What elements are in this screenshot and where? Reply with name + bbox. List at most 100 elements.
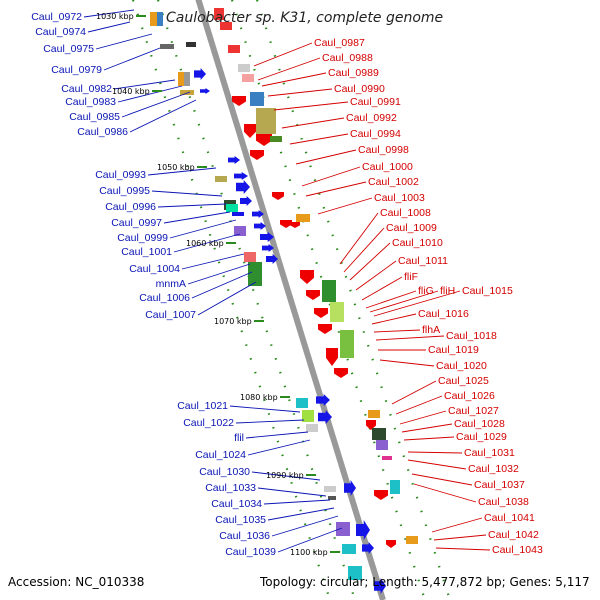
gene-feature-13	[180, 90, 194, 95]
right-label-20: Caul_1016	[418, 308, 469, 320]
kbp-mark-4: 1060 kbp	[186, 239, 224, 248]
left-leader-3	[95, 33, 153, 50]
right-leader-34	[431, 517, 483, 533]
gene-feature-6	[186, 42, 196, 47]
left-leader-14	[173, 233, 241, 253]
right-leader-12	[339, 212, 379, 265]
gene-feature-56	[368, 410, 380, 418]
gene-feature-11	[184, 72, 190, 86]
right-leader-20	[371, 313, 417, 325]
right-label-16: fliF	[404, 271, 418, 283]
gene-feature-65	[390, 480, 400, 494]
gene-feature-26	[240, 196, 252, 206]
left-leader-10	[151, 190, 223, 197]
right-label-27: Caul_1027	[448, 405, 499, 417]
gene-feature-39	[280, 220, 292, 228]
gene-feature-61	[324, 486, 336, 492]
left-label-7: Caul_0985	[69, 111, 120, 123]
right-label-22: Caul_1018	[446, 330, 497, 342]
right-leader-28	[401, 423, 453, 433]
right-leader-1	[253, 42, 313, 67]
right-label-29: Caul_1029	[456, 431, 507, 443]
right-label-35: Caul_1042	[488, 529, 539, 541]
gene-feature-19	[270, 136, 282, 142]
gene-feature-66	[336, 522, 350, 536]
gene-feature-22	[228, 156, 240, 164]
gene-feature-43	[306, 290, 320, 300]
left-leader-15	[181, 253, 245, 270]
left-leader-19	[229, 405, 301, 413]
right-label-24: Caul_1020	[436, 360, 487, 372]
right-label-8: Caul_0998	[358, 144, 409, 156]
right-leader-3	[261, 72, 327, 87]
right-leader-10	[305, 181, 367, 197]
right-label-30: Caul_1031	[464, 447, 515, 459]
gene-feature-33	[260, 232, 274, 242]
right-leader-25	[391, 380, 437, 405]
gene-feature-63	[328, 496, 336, 500]
right-leader-17	[365, 290, 417, 309]
left-leader-26	[267, 507, 335, 521]
gene-feature-34	[244, 252, 256, 262]
gene-feature-21	[250, 150, 264, 160]
gene-feature-18	[256, 134, 272, 146]
left-label-11: Caul_0996	[105, 201, 156, 213]
kbp-mark-6: 1080 kbp	[240, 393, 278, 402]
gene-feature-48	[340, 330, 354, 358]
left-label-1: Caul_0972	[31, 11, 82, 23]
gene-feature-51	[296, 398, 308, 408]
right-leader-6	[281, 117, 345, 129]
gene-feature-14	[200, 88, 210, 94]
right-label-18: fliH	[440, 285, 455, 297]
left-label-14: Caul_1001	[121, 246, 172, 258]
right-label-19: Caul_1015	[462, 285, 513, 297]
gene-feature-41	[290, 222, 300, 228]
kbp-mark-5: 1070 kbp	[214, 317, 252, 326]
left-leader-1	[83, 9, 135, 18]
right-label-33: Caul_1038	[478, 496, 529, 508]
right-label-10: Caul_1002	[368, 176, 419, 188]
left-leader-20	[235, 419, 305, 424]
left-leader-8	[129, 99, 197, 133]
gene-feature-1	[150, 12, 158, 26]
right-leader-8	[295, 149, 357, 165]
left-label-15: Caul_1004	[129, 263, 180, 275]
gene-feature-24	[234, 172, 248, 180]
right-label-5: Caul_0991	[350, 96, 401, 108]
right-label-11: Caul_1003	[374, 192, 425, 204]
right-leader-14	[349, 242, 391, 281]
left-label-18: Caul_1007	[145, 309, 196, 321]
kbp-mark-8: 1100 kbp	[290, 548, 328, 557]
left-label-17: Caul_1006	[139, 292, 190, 304]
right-label-7: Caul_0994	[350, 128, 401, 140]
right-leader-18	[369, 290, 439, 313]
left-label-20: Caul_1022	[183, 417, 234, 429]
right-label-17: fliG	[418, 285, 434, 297]
gene-feature-32	[254, 222, 266, 230]
gene-feature-49	[326, 348, 338, 366]
gene-feature-55	[306, 424, 318, 432]
right-leader-36	[435, 547, 491, 551]
gene-feature-71	[386, 540, 396, 548]
right-leader-29	[403, 436, 455, 441]
gene-feature-36	[262, 244, 274, 252]
right-label-3: Caul_0989	[328, 67, 379, 79]
right-leader-22	[375, 335, 445, 341]
right-label-32: Caul_1037	[474, 479, 525, 491]
right-label-23: Caul_1019	[428, 344, 479, 356]
label-leader-lines	[83, 9, 491, 553]
gene-feature-10	[178, 72, 184, 86]
right-label-2: Caul_0988	[322, 52, 373, 64]
left-leader-12	[163, 211, 231, 224]
right-label-9: Caul_1000	[362, 161, 413, 173]
gene-feature-69	[362, 542, 374, 554]
left-leader-21	[245, 431, 309, 439]
gene-feature-54	[318, 410, 332, 424]
kbp-mark-7: 1090 kbp	[266, 471, 304, 480]
gene-feature-46	[314, 308, 328, 318]
gene-feature-42	[300, 270, 314, 284]
gene-feature-20	[244, 124, 256, 138]
left-label-26: Caul_1035	[215, 514, 266, 526]
gene-feature-44	[322, 280, 336, 302]
